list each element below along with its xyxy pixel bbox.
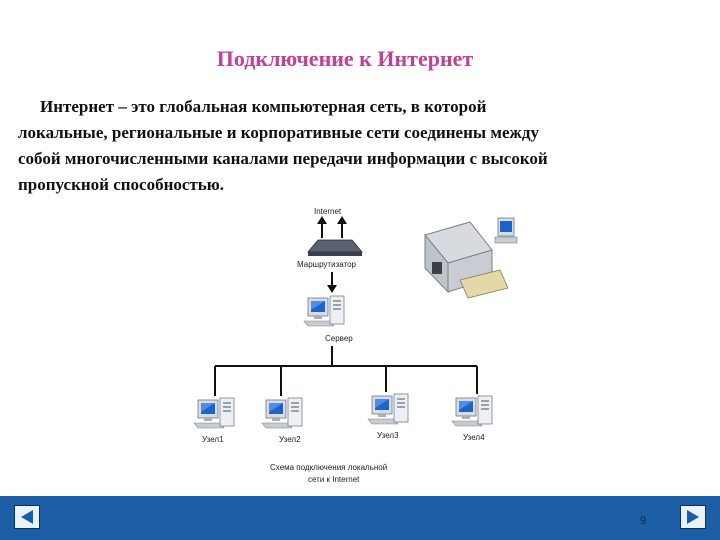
node-4-label: Узел4 [463,433,485,442]
node-1-label: Узел1 [202,435,224,444]
paragraph-line-1-rest: – это глобальная компьютерная сеть, в ко… [114,97,487,116]
triangle-left-icon [21,510,33,524]
page-number: 9 [640,515,647,527]
node-3-label: Узел3 [377,431,399,440]
server-computer-icon [303,295,345,327]
diagram-caption-line-2: сети к Internet [308,475,360,484]
previous-slide-button[interactable] [14,505,40,529]
term-internet: Интернет [40,97,115,116]
paragraph-line-2: локальные, региональные и корпоративные … [18,123,539,142]
decorative-computer-icon [424,217,518,299]
node-4-computer-icon [451,395,493,427]
node-2-computer-icon [261,397,303,429]
server-label: Сервер [325,334,353,343]
router-icon [307,239,363,256]
triangle-right-icon [687,510,699,524]
paragraph-line-4: пропускной способностью. [18,175,225,194]
node-1-computer-icon [193,397,235,429]
internet-label: Internet [314,207,342,216]
next-slide-button[interactable] [680,505,706,529]
diagram-caption-line-1: Схема подключения локальной [270,463,387,472]
network-bus-lines [214,346,478,396]
paragraph-line-3: собой многочисленными каналами передачи … [18,149,548,168]
node-2-label: Узел2 [279,435,301,444]
router-to-server-arrow [327,272,337,293]
router-label: Маршрутизатор [297,260,357,269]
paragraph-line-1: Интернет – это глобальная компьютерная с… [18,94,668,120]
internet-up-arrows [317,216,347,238]
slide-title: Подключение к Интернет [216,46,474,71]
network-diagram: Internet Маршрутизатор Сервер [193,207,518,484]
definition-paragraph: Интернет – это глобальная компьютерная с… [18,94,668,198]
footer-bar [0,496,720,540]
node-3-computer-icon [367,393,409,425]
